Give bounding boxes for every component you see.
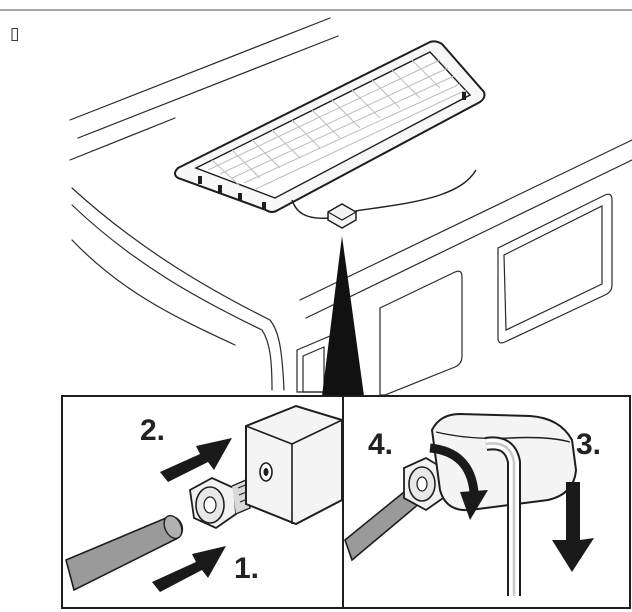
solar-panel	[174, 40, 486, 213]
step-label-2: 2.	[140, 414, 165, 447]
arrow-step-3	[552, 482, 594, 572]
placeholder-glyph: ▯	[10, 24, 20, 44]
roof-cable	[291, 169, 477, 219]
callout-pointer	[322, 236, 364, 396]
detail-left	[65, 404, 343, 592]
cable-gland	[189, 476, 251, 530]
arrow-step-2	[160, 438, 232, 482]
roof-junction-box	[327, 203, 357, 229]
step-label-4: 4.	[368, 428, 393, 461]
detail-right	[344, 412, 594, 596]
arrow-step-1	[152, 546, 226, 592]
step-label-1: 1.	[234, 552, 259, 585]
vehicle-roof	[69, 17, 632, 396]
connector-box-left	[245, 404, 343, 526]
junction-box-right	[430, 412, 578, 512]
step-label-3: 3.	[576, 428, 601, 461]
arrow-step-4	[429, 443, 488, 520]
